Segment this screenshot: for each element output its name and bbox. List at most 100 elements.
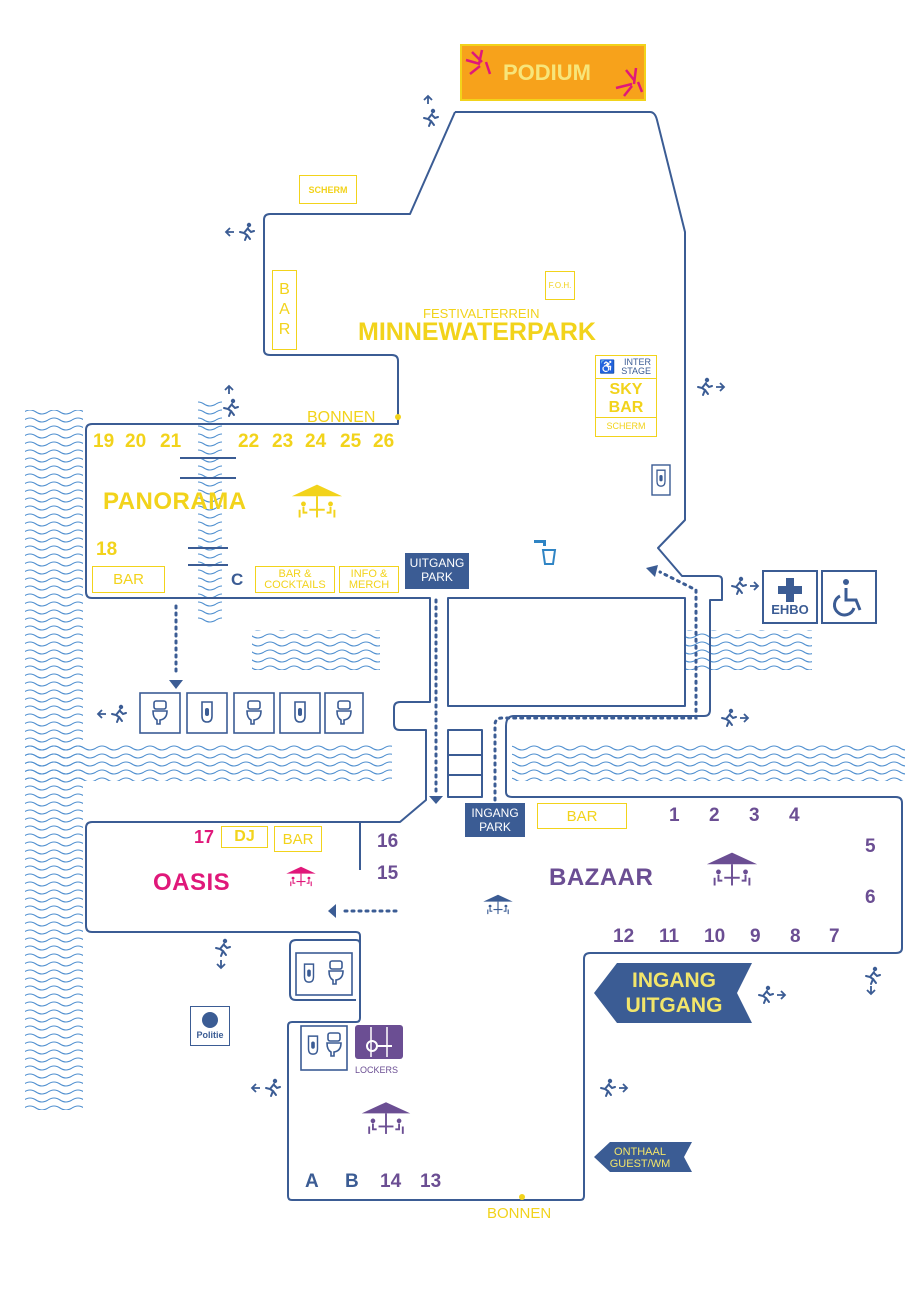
ehbo-label: EHBO — [771, 602, 809, 617]
bazaar-number-9: 9 — [750, 926, 761, 947]
bazaar-bar-label: BAR — [566, 807, 598, 825]
bazaar-number-10: 10 — [704, 926, 726, 947]
ingang-park-line1: INGANG — [471, 806, 519, 820]
panorama-number-25: 25 — [340, 431, 362, 452]
oasis-bar-label: BAR — [282, 830, 314, 848]
number-15: 15 — [377, 863, 399, 884]
ingang-line: INGANG — [632, 969, 716, 992]
bazaar-number-12: 12 — [613, 926, 635, 947]
bonnen-bottom-label: BONNEN — [487, 1205, 552, 1222]
panorama-bar-label: BAR — [113, 571, 144, 588]
bar-cocktails-line1: BAR & — [278, 567, 312, 580]
toilet-block-south — [295, 952, 353, 1071]
bazaar-number-8: 8 — [790, 926, 801, 947]
bazaar-number-1: 1 — [669, 805, 680, 826]
ingang-uitgang-sign — [594, 963, 752, 1023]
festivalterrein-label: FESTIVALTERREIN — [423, 306, 540, 321]
foh-box: F.O.H. — [545, 271, 575, 300]
uitgang-line: UITGANG — [625, 994, 723, 1017]
uitgang-park-sign: UITGANG PARK — [405, 553, 469, 589]
panorama-number-24: 24 — [305, 431, 327, 452]
terrain-outline-east — [447, 597, 686, 707]
uitgang-park-line2: PARK — [421, 570, 453, 584]
terrain-outline-west — [85, 111, 456, 946]
ingang-park-sign: INGANG PARK — [465, 803, 525, 837]
bar-letter-b: B — [279, 281, 290, 298]
onthaal-label: ONTHAAL GUEST/WM — [598, 1146, 682, 1170]
urinal-east-icon — [651, 464, 671, 496]
foh-label: F.O.H. — [548, 281, 572, 290]
label-a: A — [305, 1171, 319, 1192]
panorama-number-26: 26 — [373, 431, 395, 452]
terrace-panorama-icon — [290, 483, 344, 519]
uitgang-park-line1: UITGANG — [409, 556, 465, 570]
panorama-number-23: 23 — [272, 431, 294, 452]
bar-cocktails-box: BAR & COCKTAILS — [255, 566, 335, 593]
bonnen-label: BONNEN — [307, 409, 376, 426]
toilet-block-row — [139, 692, 364, 734]
info-merch-line1: INFO & — [350, 567, 388, 580]
bazaar-number-6: 6 — [865, 887, 876, 908]
skybar-line1: SKY — [609, 381, 643, 398]
onthaal-line1: ONTHAAL — [614, 1146, 666, 1158]
dj-label: DJ — [234, 828, 255, 845]
interstage-line2: STAGE — [621, 366, 652, 376]
c-label: C — [231, 570, 244, 589]
wheelchair-small-icon: ♿ — [599, 359, 616, 374]
terrace-bazaar-small-icon — [482, 894, 514, 915]
interstage-line1: INTER — [624, 357, 652, 367]
water-panorama — [198, 400, 222, 625]
bar-letter-a: A — [279, 301, 290, 318]
bar-cocktails-line2: COCKTAILS — [264, 578, 326, 591]
skybar-box: ♿ INTER STAGE SKY BAR SCHERM — [595, 355, 657, 437]
terrace-bazaar-icon — [705, 851, 759, 887]
bazaar-bar-box: BAR — [537, 803, 627, 829]
onthaal-line2: GUEST/WM — [609, 1158, 671, 1170]
ingang-uitgang-label: INGANG UITGANG — [614, 968, 734, 1018]
oasis-number-17: 17 — [194, 827, 215, 847]
bonnen-marker — [395, 414, 401, 420]
info-merch-line2: MERCH — [348, 578, 390, 591]
lockers-label: LOCKERS — [355, 1065, 399, 1075]
politie-label: Politie — [196, 1030, 224, 1040]
exit-icons — [96, 94, 881, 1097]
bazaar-label: BAZAAR — [549, 864, 654, 891]
bridge-outline — [447, 729, 483, 798]
lockers-icon — [355, 1025, 403, 1059]
dj-box: DJ — [221, 826, 268, 848]
scherm2-label: SCHERM — [606, 421, 646, 431]
bazaar-number-2: 2 — [709, 805, 720, 826]
label-13: 13 — [420, 1171, 442, 1192]
bazaar-number-3: 3 — [749, 805, 760, 826]
label-14: 14 — [380, 1171, 402, 1192]
police-icon: Politie — [190, 1006, 230, 1046]
panorama-bridge — [180, 457, 236, 566]
park-name-label: MINNEWATERPARK — [358, 318, 596, 346]
panorama-number-20: 20 — [125, 431, 147, 452]
label-b: B — [345, 1171, 359, 1192]
bazaar-number-11: 11 — [659, 926, 680, 947]
scherm-box: SCHERM — [299, 175, 357, 204]
bazaar-number-4: 4 — [789, 805, 800, 826]
bonnen-marker-bottom — [519, 1194, 525, 1200]
ingang-park-line2: PARK — [479, 820, 511, 834]
panorama-number-21: 21 — [160, 431, 182, 452]
scherm-label: SCHERM — [308, 184, 348, 195]
bazaar-number-7: 7 — [829, 926, 840, 947]
panorama-bar-box: BAR — [92, 566, 165, 593]
wheelchair-icon — [821, 570, 877, 624]
podium-sign — [460, 44, 646, 101]
water-tap-icon — [534, 540, 557, 565]
panorama-number-19: 19 — [93, 431, 115, 452]
info-merch-box: INFO & MERCH — [339, 566, 399, 593]
terrace-south-icon — [360, 1100, 412, 1136]
oasis-bar-box: BAR — [274, 826, 322, 852]
terrace-oasis-icon — [285, 866, 317, 887]
panorama-number-22: 22 — [238, 431, 260, 452]
first-aid-icon — [762, 570, 818, 624]
bazaar-number-5: 5 — [865, 836, 876, 857]
bar-vertical-box: B A R — [272, 270, 297, 350]
panorama-label: PANORAMA — [103, 488, 247, 515]
panorama-number-18: 18 — [96, 539, 118, 560]
skybar-line2: BAR — [596, 399, 656, 418]
